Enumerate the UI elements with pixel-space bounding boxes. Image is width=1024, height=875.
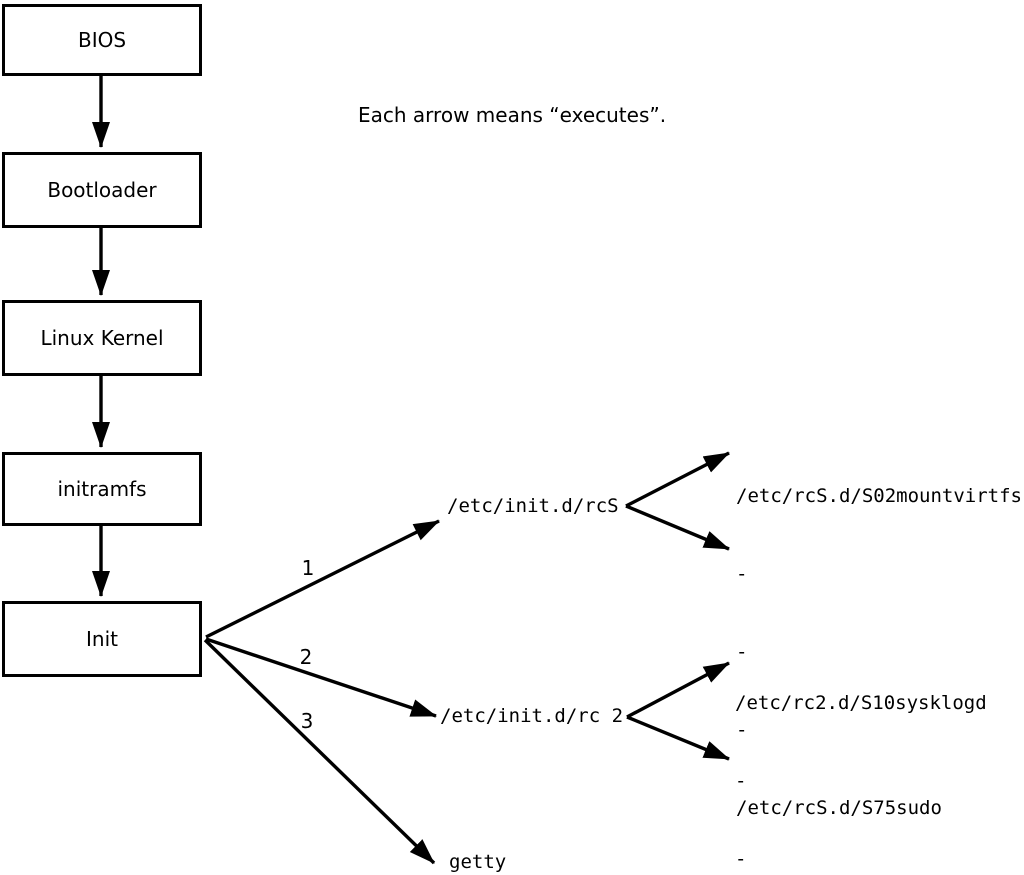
legend-note: Each arrow means “executes”. [358,103,667,127]
rc2-script-list: /etc/rc2.d/S10sysklogd - - - /etc/rc2.d/… [735,638,987,875]
arrow-rcs-to-s75sudo [625,504,730,551]
rc2-script-line: - [735,770,747,792]
arrow-init-to-rcs [205,519,440,639]
arrow-rc2-to-s99gdm [626,715,730,761]
target-rcs: /etc/init.d/rcS [447,495,619,517]
box-initramfs-label: initramfs [57,477,147,501]
box-bootloader: Bootloader [2,152,202,228]
box-linux-kernel-label: Linux Kernel [40,326,164,350]
rcs-script-line: /etc/rcS.d/S02mountvirtfs [736,485,1022,507]
arrow-init-to-rc2 [205,637,437,718]
box-bios-label: BIOS [77,28,127,52]
target-getty: getty [449,851,507,873]
arrow-rc2-to-s10sysklogd [626,661,730,719]
target-rc2: /etc/init.d/rc 2 [440,705,624,727]
branch-label-1: 1 [301,556,315,580]
arrow-init-to-getty [203,638,436,865]
rcs-script-line: - [736,563,748,585]
rc2-script-line: /etc/rc2.d/S10sysklogd [735,692,987,714]
box-init: Init [2,601,202,677]
box-bios: BIOS [2,4,202,76]
rcs-script-line: - [736,719,748,741]
box-init-label: Init [86,627,118,651]
box-initramfs: initramfs [2,452,202,526]
branch-label-2: 2 [299,645,313,669]
arrow-rcs-to-s02mountvirtfs [625,451,730,508]
branch-label-3: 3 [300,709,314,733]
box-bootloader-label: Bootloader [47,178,157,202]
rcs-script-list: /etc/rcS.d/S02mountvirtfs - - - /etc/rcS… [736,431,1022,873]
rcs-script-line: - [736,641,748,663]
rcs-script-line: /etc/rcS.d/S75sudo [736,797,942,819]
box-linux-kernel: Linux Kernel [2,300,202,376]
rc2-script-line: - [735,848,747,870]
